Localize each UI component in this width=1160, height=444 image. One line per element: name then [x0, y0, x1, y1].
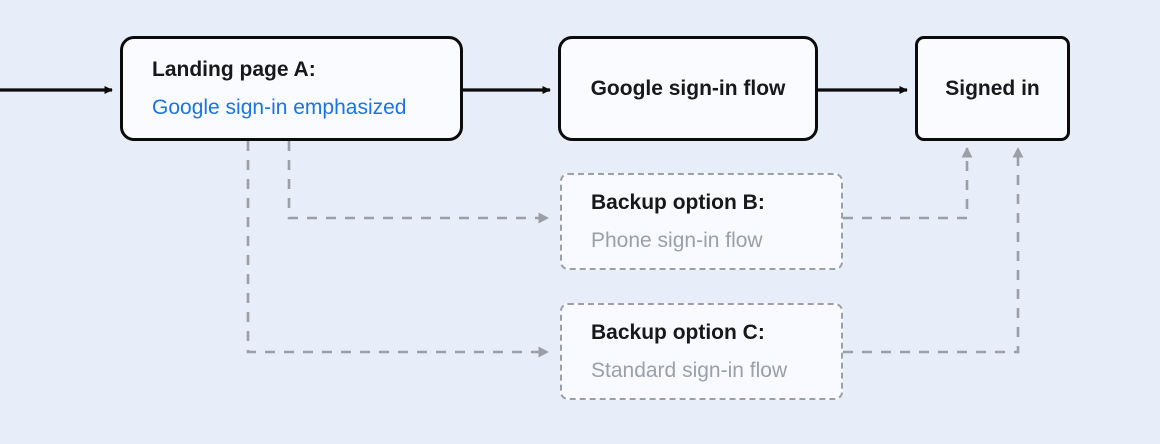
- edge-landing-a-to-backup-b: [287, 141, 549, 224]
- node-google-sign-in-flow[interactable]: Google sign-in flow: [558, 36, 818, 141]
- node-backup-option-c-title: Backup option C:: [591, 321, 765, 345]
- node-landing-page-a[interactable]: Landing page A: Google sign-in emphasize…: [120, 36, 463, 141]
- node-backup-option-c-subtitle: Standard sign-in flow: [591, 358, 788, 382]
- node-landing-page-a-subtitle: Google sign-in emphasized: [152, 95, 407, 119]
- edge-landing-a-to-backup-c: [246, 141, 549, 358]
- edge-backup-c-to-signed-in: [843, 147, 1024, 354]
- node-signed-in[interactable]: Signed in: [915, 36, 1070, 141]
- node-landing-page-a-title: Landing page A:: [152, 58, 316, 82]
- edge-backup-b-to-signed-in: [843, 147, 973, 220]
- node-google-sign-in-flow-title: Google sign-in flow: [590, 76, 786, 100]
- node-backup-option-c[interactable]: Backup option C: Standard sign-in flow: [560, 303, 843, 400]
- node-signed-in-title: Signed in: [945, 76, 1040, 100]
- node-backup-option-b[interactable]: Backup option B: Phone sign-in flow: [560, 173, 843, 270]
- node-backup-option-b-subtitle: Phone sign-in flow: [591, 228, 763, 252]
- node-backup-option-b-title: Backup option B:: [591, 191, 765, 215]
